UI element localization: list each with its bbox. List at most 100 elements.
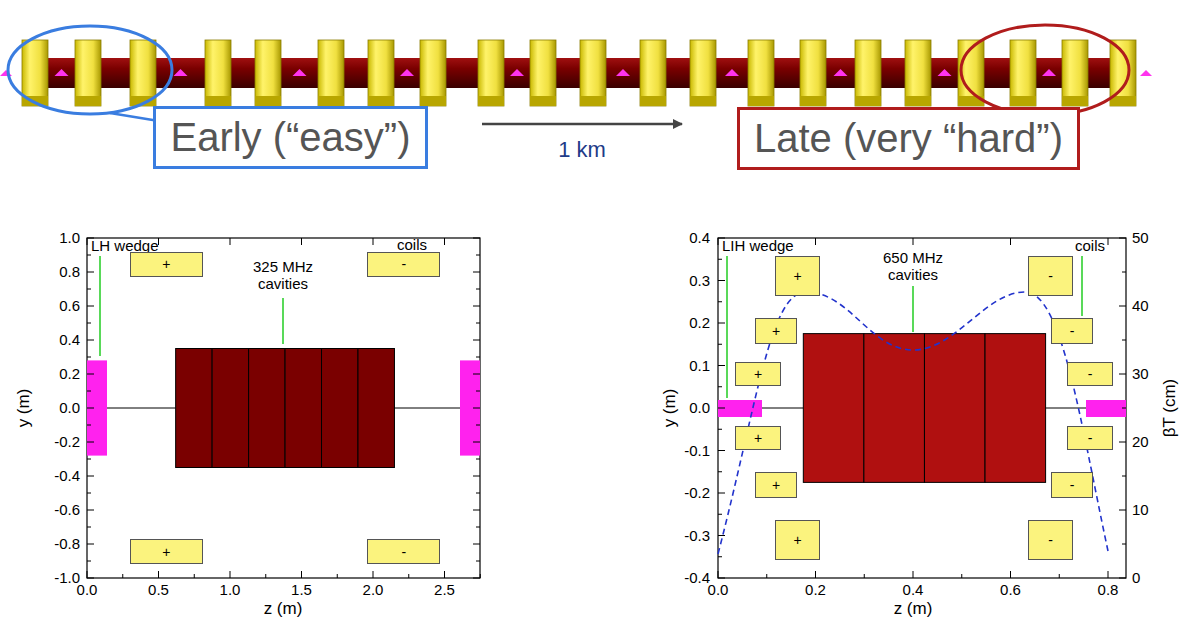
tick [87,357,91,358]
polarity-sign: - [1088,431,1093,445]
beam-axis [394,408,460,409]
solenoid-coil [748,40,774,106]
tick [301,238,302,245]
solenoid-coil [905,40,931,106]
coil-shade [905,96,931,106]
solenoid-coil [800,40,826,106]
tick-label: 0.2 [805,581,826,598]
tick [476,255,480,256]
tick [718,535,725,536]
tick [87,459,91,460]
tick [718,429,722,430]
tick-label: 0.6 [1000,581,1021,598]
annotation-label: z (m) [264,599,303,619]
solenoid-coil [1010,40,1036,106]
coil-shade [640,96,666,106]
tick [1122,476,1126,477]
tick-label: 0.0 [708,581,729,598]
polarity-sign: + [772,324,780,338]
title-box: Early (“easy”) [153,106,428,169]
tick [87,571,88,578]
annotation-label: βT (cm) [1160,379,1180,438]
tick [476,357,480,358]
tick [718,365,725,366]
solenoid-coil [368,40,394,106]
tick-label: 1.0 [59,229,80,246]
tick [87,493,91,494]
annotation-label: 650 MHz cavities [874,249,952,284]
tick [87,340,94,341]
tick-label: 0.8 [59,263,80,280]
tick [87,374,94,375]
tick-label: 0.3 [689,272,710,289]
coil-box: + [130,539,203,565]
tick [718,280,725,281]
tick [1122,544,1126,545]
coil-box: - [1067,362,1113,386]
leader-line [726,256,728,398]
tick-label: 10 [1132,501,1149,518]
solenoid-coil [75,40,101,106]
polarity-sign: + [793,269,801,283]
wedge-mark [400,69,414,76]
tick [718,386,722,387]
solenoid-coil [580,40,606,106]
polarity-sign: - [1048,533,1053,547]
highlight-circle [961,25,1129,115]
wedge-mark [834,69,848,76]
coil-box: + [735,362,781,386]
tick [480,574,481,578]
tick-label: -1.0 [54,569,80,586]
tick [1122,408,1126,409]
tick [473,238,480,239]
tick-label: 30 [1132,365,1149,382]
tick [476,561,480,562]
tick-label: 2.0 [363,581,384,598]
tick [87,527,91,528]
tick [408,574,409,578]
tick [87,255,91,256]
coil-shade [748,96,774,106]
tick-label: -0.2 [684,484,710,501]
tick [476,459,480,460]
tick [913,238,914,245]
leader-line [282,298,284,344]
plot-frame [87,238,480,578]
tick [87,289,91,290]
tick [87,323,91,324]
tick [301,571,302,578]
polarity-sign: + [754,367,762,381]
rf-cavity-cell [212,349,248,468]
tick-label: 0.1 [689,357,710,374]
tick [1059,574,1060,578]
coil-box: - [1051,472,1093,498]
title-box: Late (very “hard”) [737,107,1080,170]
tick [476,527,480,528]
tick [158,571,159,578]
tick [473,510,480,511]
wedge-mark [938,69,952,76]
tick [87,425,91,426]
coil-box: + [755,318,797,344]
rf-cavity-cell [985,334,1046,483]
polarity-sign: + [162,257,170,271]
tick [1122,272,1126,273]
solenoid-coil [318,40,344,106]
rf-cavity-cell [803,334,864,483]
polarity-sign: + [793,533,801,547]
tick [718,514,722,515]
tick [476,289,480,290]
tick [473,340,480,341]
tick [718,471,722,472]
tick [913,571,914,578]
tick [718,571,719,578]
coil-box: - [1028,256,1073,296]
tick [473,476,480,477]
tick [815,571,816,578]
coil-box: + [755,472,797,498]
tick-label: -0.2 [54,433,80,450]
tick [476,391,480,392]
polarity-sign: - [1070,478,1075,492]
tick [473,544,480,545]
solenoid-coil [1062,40,1088,106]
